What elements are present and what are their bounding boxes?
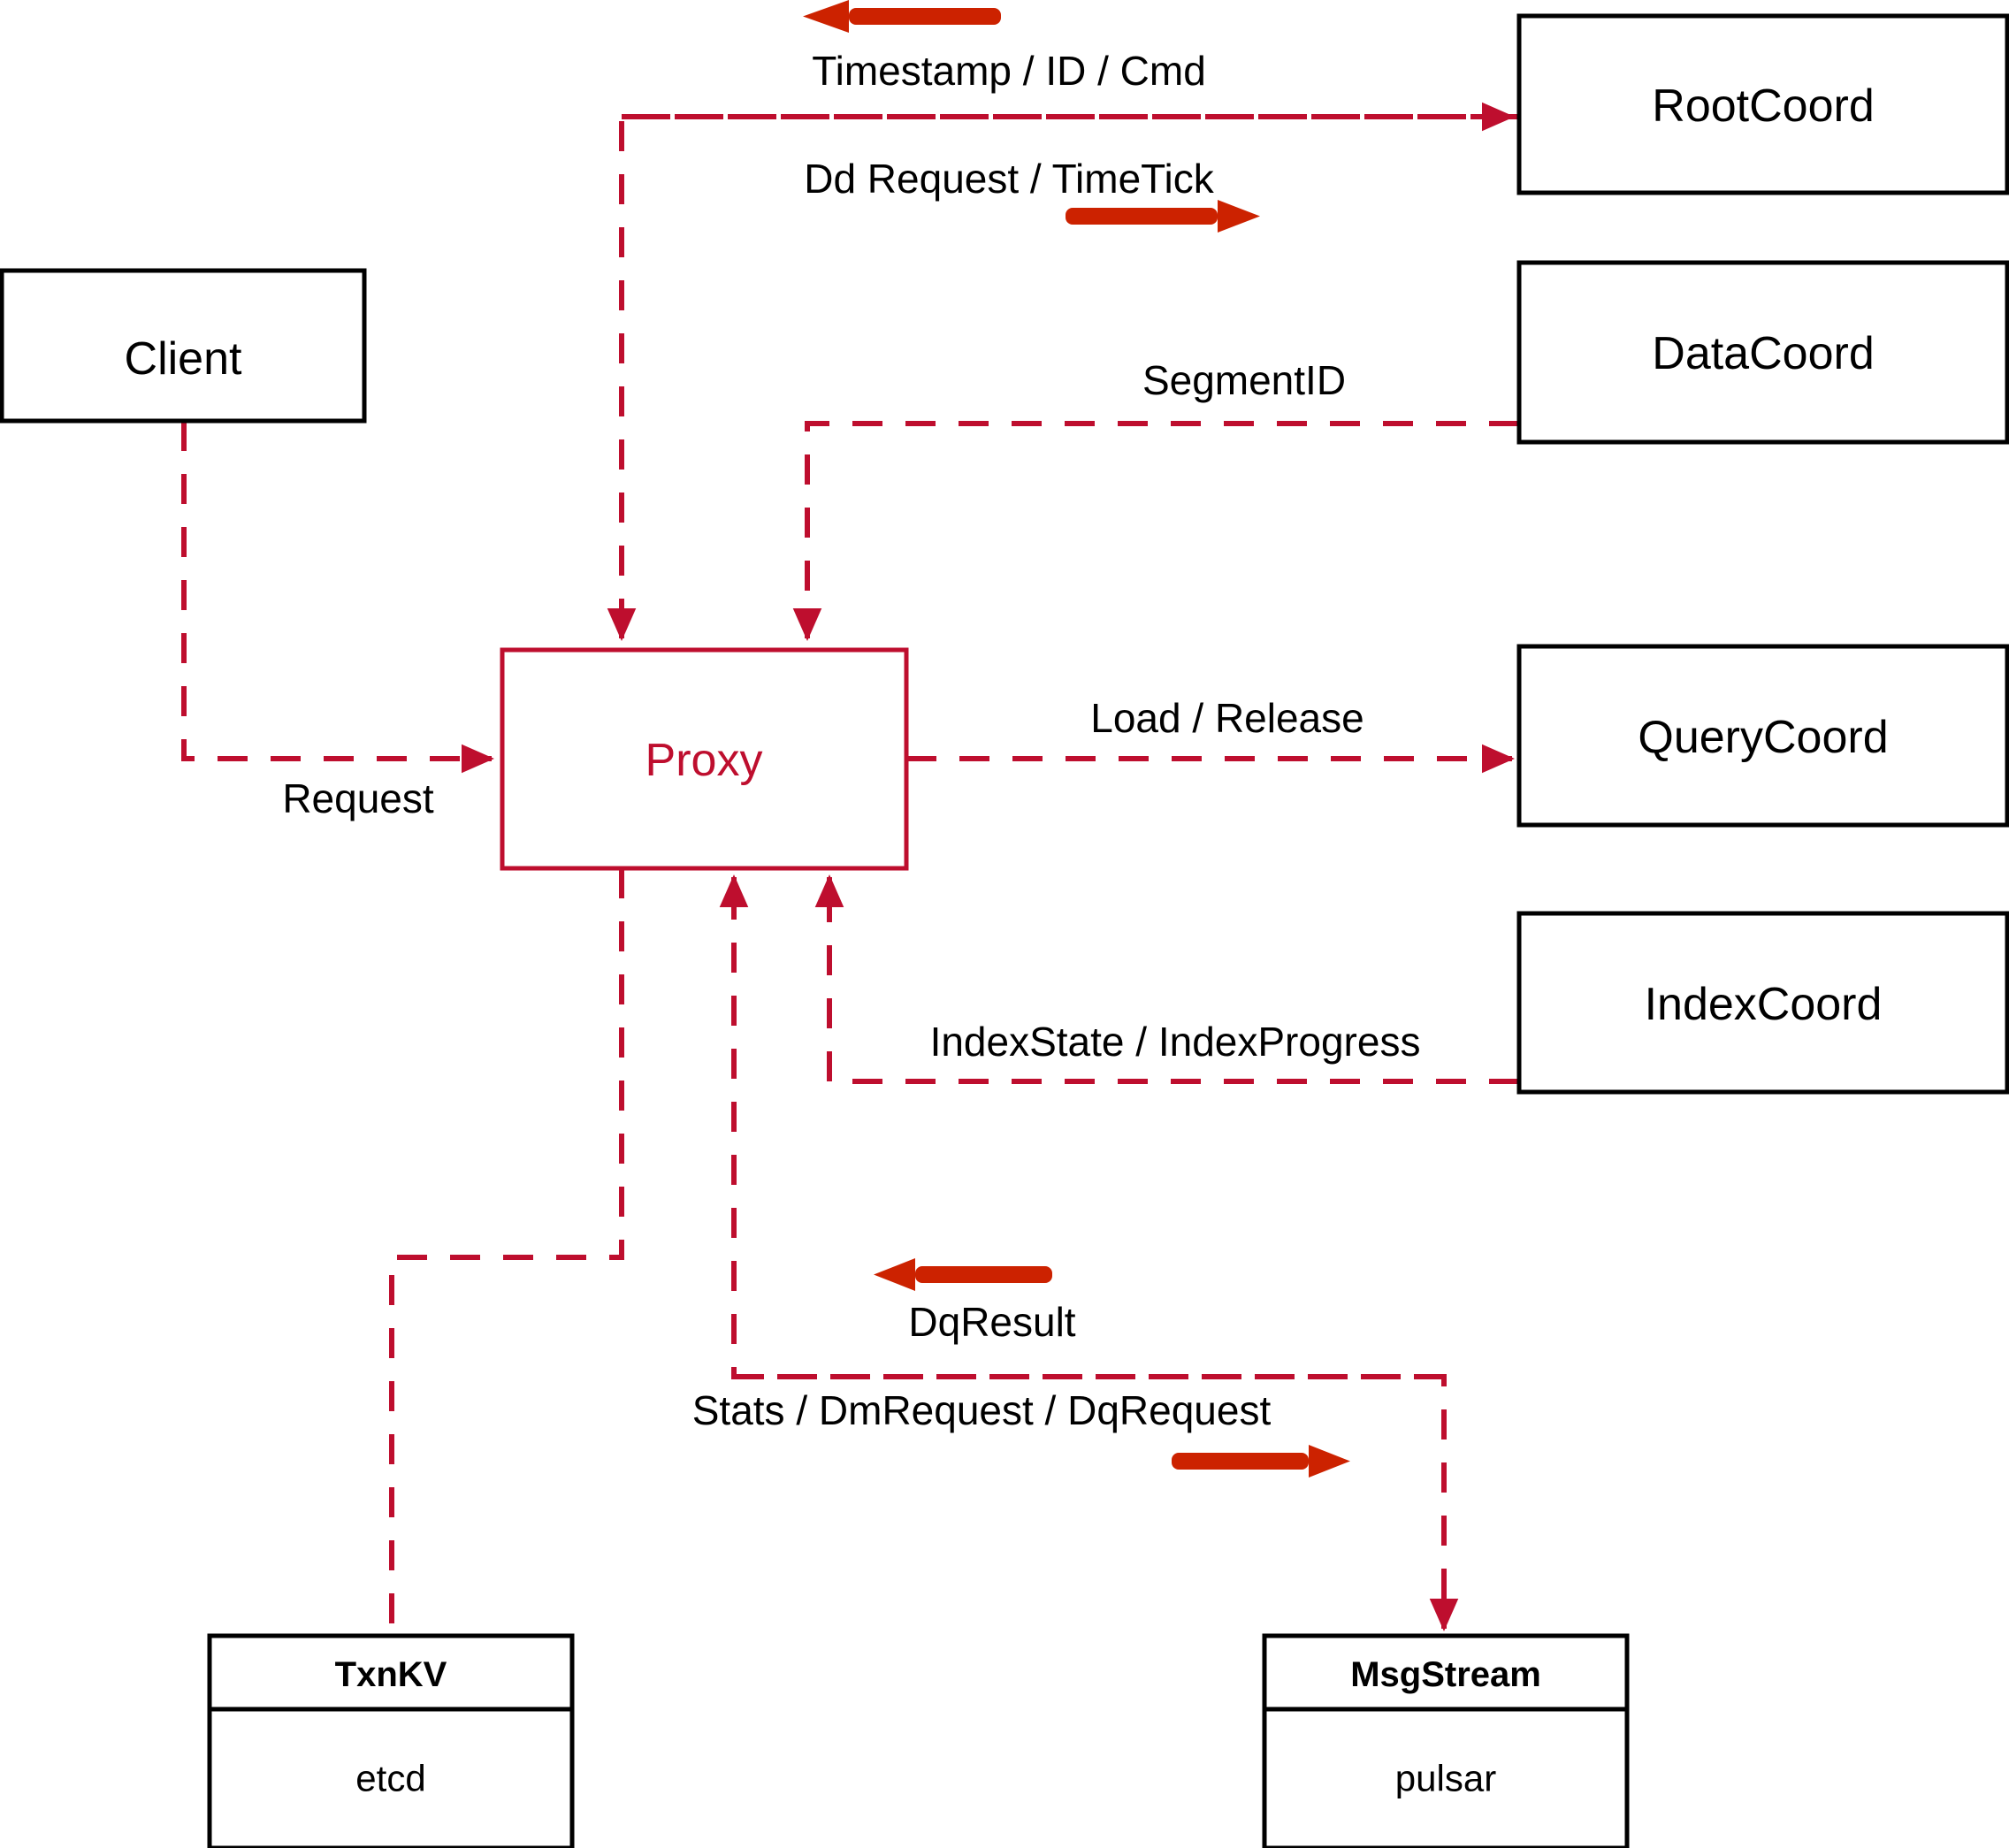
node-txnkv-sublabel: etcd bbox=[355, 1758, 425, 1799]
node-msgstream-sublabel: pulsar bbox=[1395, 1758, 1496, 1799]
edge-rootcoord-proxy bbox=[607, 114, 1519, 641]
edge-label-load-release: Load / Release bbox=[1090, 695, 1364, 741]
node-datacoord[interactable]: DataCoord bbox=[1516, 260, 2009, 445]
node-txnkv-label: TxnKV bbox=[335, 1655, 447, 1694]
node-client-label: Client bbox=[125, 333, 242, 385]
node-indexcoord-label: IndexCoord bbox=[1645, 979, 1883, 1030]
node-msgstream-label: MsgStream bbox=[1350, 1655, 1541, 1694]
node-msgstream[interactable]: MsgStream pulsar bbox=[1262, 1633, 1630, 1848]
edge-label-indexstate-indexprogress: IndexState / IndexProgress bbox=[930, 1019, 1421, 1065]
node-rootcoord-label: RootCoord bbox=[1652, 80, 1874, 132]
node-proxy-label: Proxy bbox=[645, 735, 763, 786]
edge-proxy-msgstream bbox=[734, 1374, 1459, 1631]
indicator-arrow-dqresult-left bbox=[874, 1258, 1052, 1291]
edge-label-request: Request bbox=[282, 775, 434, 821]
edge-proxy-txnkv bbox=[389, 868, 624, 1636]
edge-indexcoord-proxy bbox=[814, 874, 1519, 1084]
edge-label-dd-request-timetick: Dd Request / TimeTick bbox=[804, 156, 1215, 202]
node-querycoord-label: QueryCoord bbox=[1638, 712, 1888, 763]
edge-label-timestamp-id-cmd: Timestamp / ID / Cmd bbox=[812, 48, 1206, 94]
node-querycoord[interactable]: QueryCoord bbox=[1516, 644, 2009, 828]
node-rootcoord[interactable]: RootCoord bbox=[1516, 13, 2009, 195]
edge-label-dqresult: DqResult bbox=[908, 1299, 1075, 1345]
edge-client-proxy bbox=[181, 421, 494, 774]
node-indexcoord[interactable]: IndexCoord bbox=[1516, 911, 2009, 1095]
node-proxy[interactable]: Proxy bbox=[500, 647, 909, 871]
indicator-arrow-timestamp-left bbox=[803, 0, 1001, 33]
node-txnkv[interactable]: TxnKV etcd bbox=[207, 1633, 575, 1848]
edge-msgstream-proxy bbox=[719, 874, 1444, 1379]
edge-datacoord-proxy bbox=[792, 421, 1519, 641]
edge-label-segmentid: SegmentID bbox=[1142, 357, 1346, 403]
indicator-arrow-dqrequest-right bbox=[1172, 1445, 1350, 1478]
node-datacoord-label: DataCoord bbox=[1652, 328, 1874, 379]
indicator-arrow-timetick-right bbox=[1066, 200, 1260, 233]
edge-label-stats-dmrequest-dqrequest: Stats / DmRequest / DqRequest bbox=[692, 1387, 1272, 1433]
node-client[interactable]: Client bbox=[0, 268, 367, 424]
